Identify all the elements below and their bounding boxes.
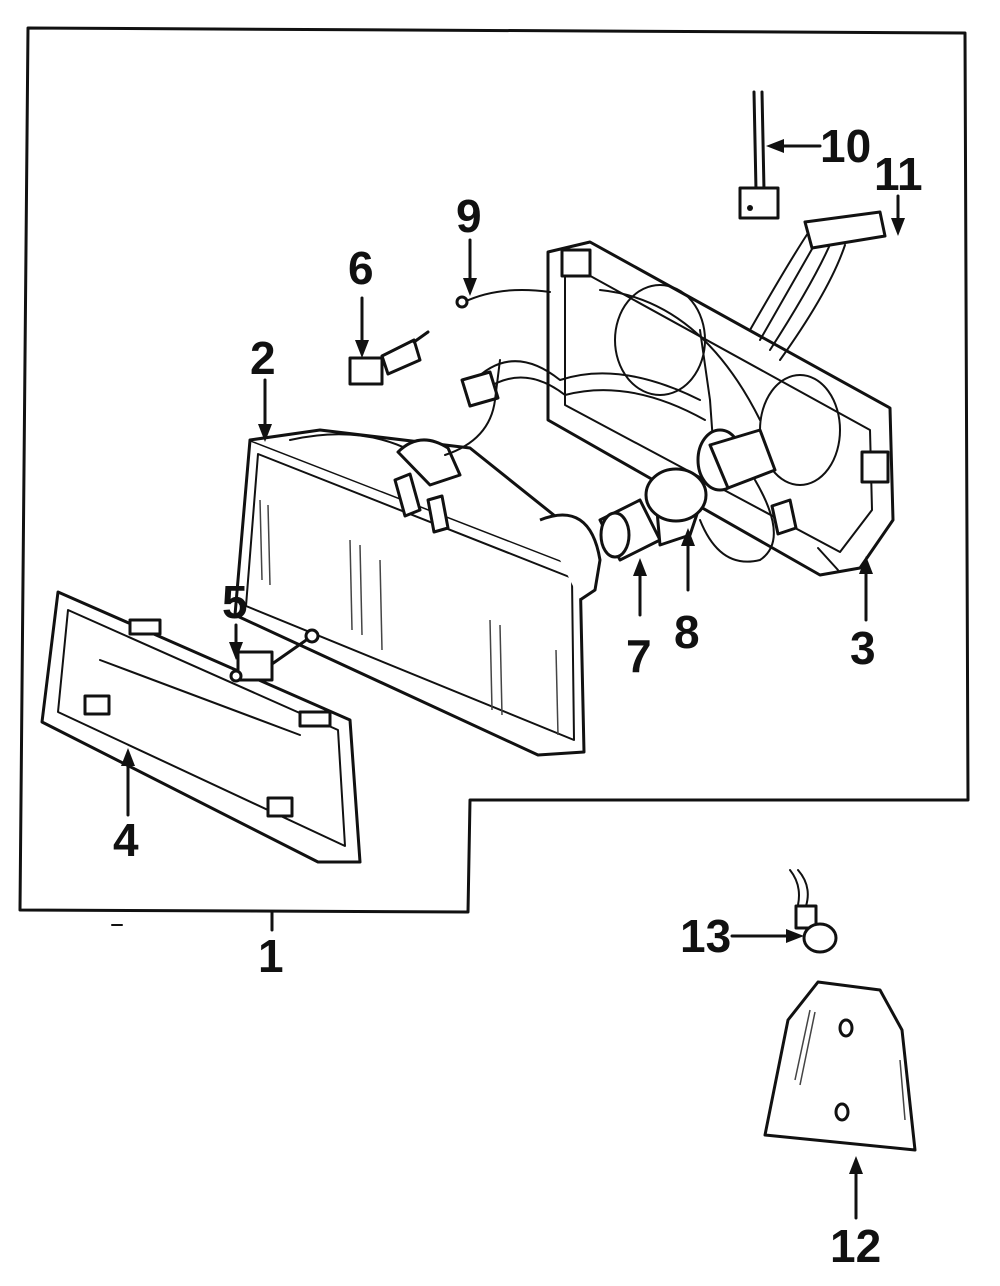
callout-7: 7	[626, 630, 652, 682]
callout-6: 6	[348, 242, 374, 294]
leader-lines	[121, 139, 905, 1220]
callout-13: 13	[680, 910, 731, 962]
aiming-screw	[738, 90, 780, 220]
callout-8: 8	[674, 606, 700, 658]
callout-9: 9	[456, 190, 482, 242]
marker-wire	[455, 288, 551, 309]
headlamp-housing	[546, 240, 895, 577]
parklamp-lens	[763, 980, 917, 1152]
headlamp-lens	[233, 359, 602, 757]
callout-10: 10	[820, 120, 871, 172]
callout-2: 2	[250, 332, 276, 384]
bulb-8	[644, 428, 777, 523]
callout-1: 1	[258, 930, 284, 982]
bulb-socket	[348, 330, 430, 386]
adjuster-screw	[229, 628, 320, 683]
assembly-boundary	[18, 26, 970, 914]
callout-11: 11	[874, 148, 923, 200]
parklamp-bulb	[789, 869, 838, 954]
callout-5: 5	[222, 576, 248, 628]
bulb-7	[598, 480, 702, 562]
wiring-harness	[460, 210, 887, 563]
callout-3: 3	[850, 622, 876, 674]
callout-12: 12	[830, 1220, 881, 1272]
mounting-bracket	[40, 590, 362, 864]
callout-4: 4	[113, 814, 139, 866]
